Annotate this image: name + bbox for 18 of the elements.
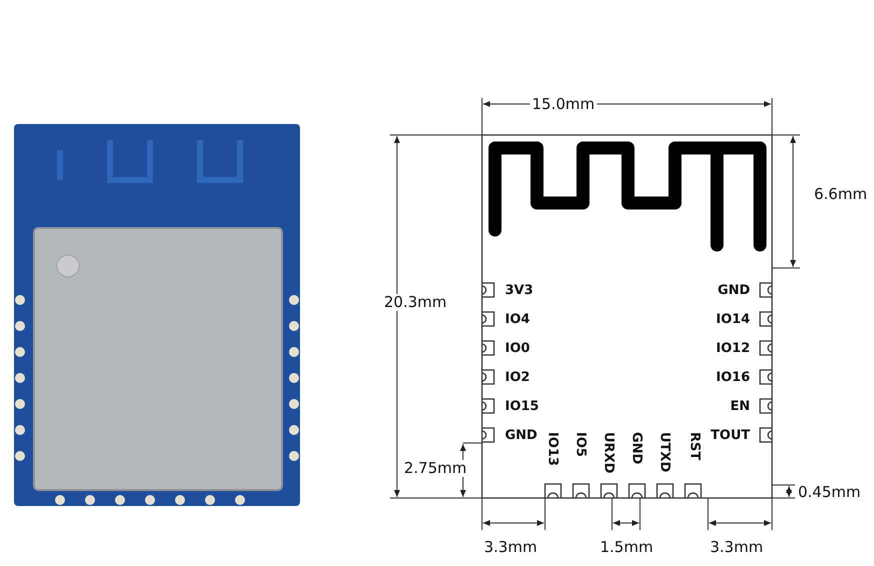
pin-label: GND xyxy=(718,284,750,297)
pin-label: IO4 xyxy=(505,313,530,326)
pin-label: TOUT xyxy=(710,429,750,442)
pin-label: RST xyxy=(688,432,701,460)
pin-label: GND xyxy=(630,432,643,464)
pin-label: IO13 xyxy=(546,432,559,466)
pin-label: IO5 xyxy=(574,432,587,457)
pin-label: IO2 xyxy=(505,371,530,384)
pin-label: UTXD xyxy=(658,432,671,472)
pin-label: IO15 xyxy=(505,400,539,413)
pin-label: EN xyxy=(730,400,750,413)
pin-label: GND xyxy=(505,429,538,442)
pin-label: IO0 xyxy=(505,342,530,355)
pin-label: URXD xyxy=(602,432,615,474)
pin-label: IO12 xyxy=(716,342,750,355)
pin-label: 3V3 xyxy=(505,284,534,297)
pin-label: IO16 xyxy=(716,371,750,384)
pin-label: IO14 xyxy=(716,313,750,326)
